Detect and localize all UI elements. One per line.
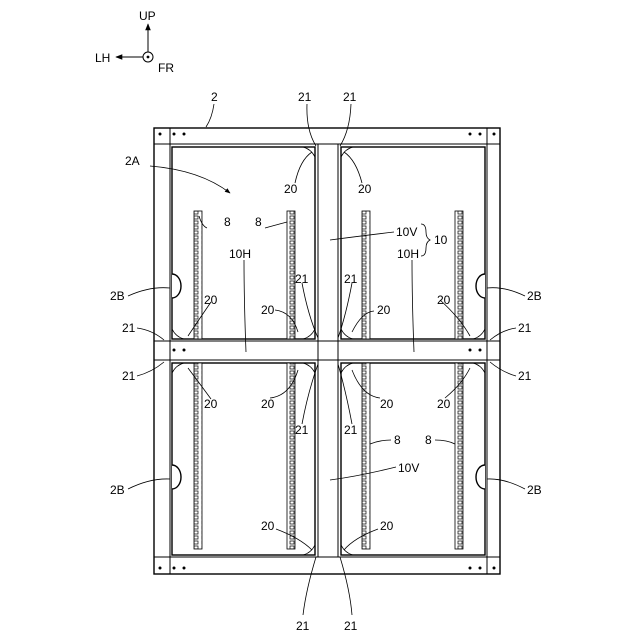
rail bbox=[362, 363, 370, 549]
label-rib: 2B bbox=[110, 483, 125, 497]
label-rail: 8 bbox=[255, 215, 262, 229]
label-rail: 8 bbox=[425, 433, 432, 447]
rail bbox=[194, 211, 202, 339]
label-clip: 21 bbox=[343, 90, 357, 104]
label-stiffener-vertical: 10V bbox=[398, 461, 419, 475]
label-clip: 21 bbox=[122, 321, 136, 335]
rail bbox=[287, 211, 295, 339]
label-rail: 8 bbox=[394, 433, 401, 447]
label-rail: 8 bbox=[224, 215, 231, 229]
label-bracket: 20 bbox=[284, 182, 298, 196]
label-clip: 21 bbox=[344, 272, 358, 286]
label-rib: 2B bbox=[110, 289, 125, 303]
label-clip: 21 bbox=[518, 369, 532, 383]
left-label: LH bbox=[95, 51, 110, 65]
label-bracket: 20 bbox=[437, 397, 451, 411]
label-clip: 21 bbox=[344, 423, 358, 437]
up-label: UP bbox=[139, 9, 156, 23]
label-clip: 21 bbox=[122, 369, 136, 383]
label-bracket: 20 bbox=[261, 303, 275, 317]
label-bracket: 20 bbox=[204, 397, 218, 411]
rail bbox=[455, 363, 463, 549]
label-clip: 21 bbox=[344, 619, 358, 633]
rail bbox=[287, 363, 295, 549]
label-bracket: 20 bbox=[377, 303, 391, 317]
label-frame: 2 bbox=[211, 90, 218, 104]
label-clip: 21 bbox=[295, 272, 309, 286]
label-clip: 21 bbox=[298, 90, 312, 104]
label-stiffener-horizontal: 10H bbox=[229, 247, 251, 261]
label-stiffener-horizontal: 10H bbox=[397, 247, 419, 261]
label-bracket: 20 bbox=[204, 293, 218, 307]
label-rib: 2B bbox=[527, 483, 542, 497]
label-stiffener-group: 10 bbox=[434, 233, 448, 247]
label-bracket: 20 bbox=[380, 397, 394, 411]
label-bracket: 20 bbox=[437, 293, 451, 307]
label-bracket: 20 bbox=[358, 182, 372, 196]
label-rib: 2B bbox=[527, 289, 542, 303]
label-bracket: 20 bbox=[261, 397, 275, 411]
rail bbox=[362, 211, 370, 339]
label-clip: 21 bbox=[518, 321, 532, 335]
label-clip: 21 bbox=[295, 423, 309, 437]
label-clip: 21 bbox=[296, 619, 310, 633]
axes-indicator: UP LH FR bbox=[95, 9, 174, 75]
rail bbox=[194, 363, 202, 549]
label-stiffener-vertical: 10V bbox=[396, 225, 417, 239]
front-label: FR bbox=[158, 61, 174, 75]
label-bracket: 20 bbox=[380, 519, 394, 533]
label-bracket: 20 bbox=[261, 519, 275, 533]
label-panel: 2A bbox=[125, 154, 140, 168]
